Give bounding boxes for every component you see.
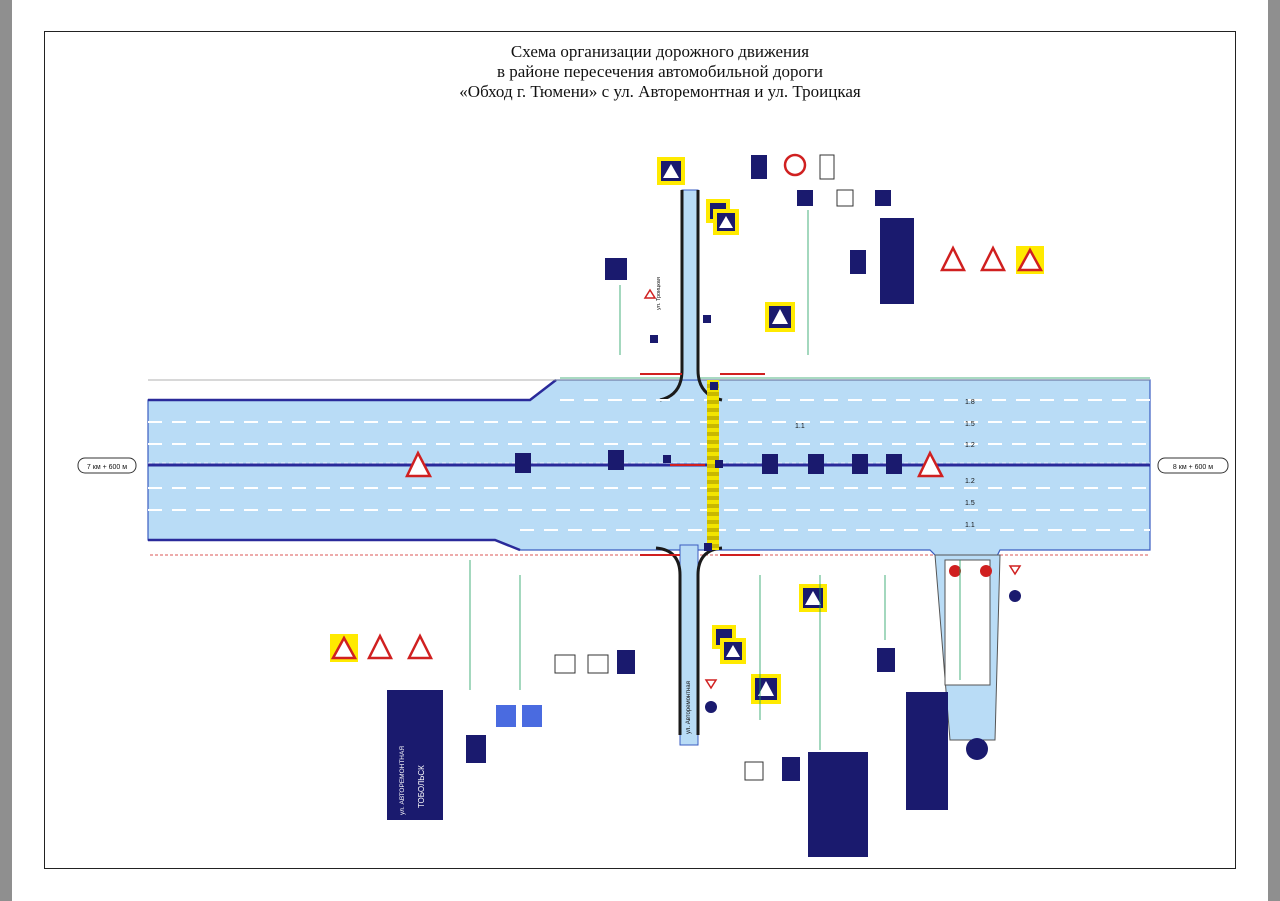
info-signs-north [605, 153, 914, 304]
info-signs-south-right [744, 648, 988, 857]
lane-direction-signs [515, 450, 902, 474]
lane-label: 1.5 [965, 421, 975, 428]
directional-sign-line-1: ТОБОЛЬСК [417, 765, 426, 808]
crosswalk [707, 380, 719, 550]
info-signs-south-left: ТОБОЛЬСК ул. АВТОРЕМОНТНАЯ [387, 650, 635, 820]
street-name-south: ул. Авторемонтная [686, 681, 692, 734]
stop-lines [640, 373, 765, 556]
station-left-label: 7 км + 600 м [87, 464, 127, 471]
lane-labels: 1.8 1.5 1.2 1.1 1.2 1.5 1.1 [795, 399, 975, 529]
warning-signs-top-right [939, 245, 1044, 274]
station-left: 7 км + 600 м [77, 457, 137, 474]
main-road [147, 377, 1151, 561]
north-road [659, 189, 723, 402]
lane-label: 1.1 [965, 522, 975, 529]
lane-label: 1.2 [965, 478, 975, 485]
warning-sign-left [405, 450, 433, 478]
lane-label: 1.5 [965, 500, 975, 507]
drawing-frame [44, 31, 1236, 869]
lane-markings [148, 399, 1150, 531]
title-line-2: в районе пересечения автомобильной дорог… [496, 62, 824, 81]
dimension-lines [469, 210, 961, 750]
traffic-lights [650, 315, 723, 551]
title-line-1: Схема организации дорожного движения [510, 42, 810, 61]
title-line-3: «Обход г. Тюмени» с ул. Авторемонтная и … [459, 82, 861, 101]
station-right: 8 км + 600 м [1157, 457, 1229, 474]
warning-signs-bottom-left [330, 633, 434, 662]
street-name-north: ул. Троицкая [656, 277, 662, 310]
warning-sign-right [917, 450, 945, 478]
crosswalk-signs-north [657, 157, 795, 332]
exit-branch-signs [643, 288, 1022, 713]
station-right-label: 8 км + 600 м [1173, 464, 1213, 471]
diagram-title: Схема организации дорожного движения в р… [300, 42, 1020, 102]
lane-label: 1.8 [965, 399, 975, 406]
directional-sign-line-2: ул. АВТОРЕМОНТНАЯ [399, 746, 406, 815]
exit-ramp [934, 554, 1001, 741]
lane-label: 1.2 [965, 442, 975, 449]
crosswalk-signs-south [712, 584, 827, 704]
lane-label: 1.1 [795, 423, 805, 430]
